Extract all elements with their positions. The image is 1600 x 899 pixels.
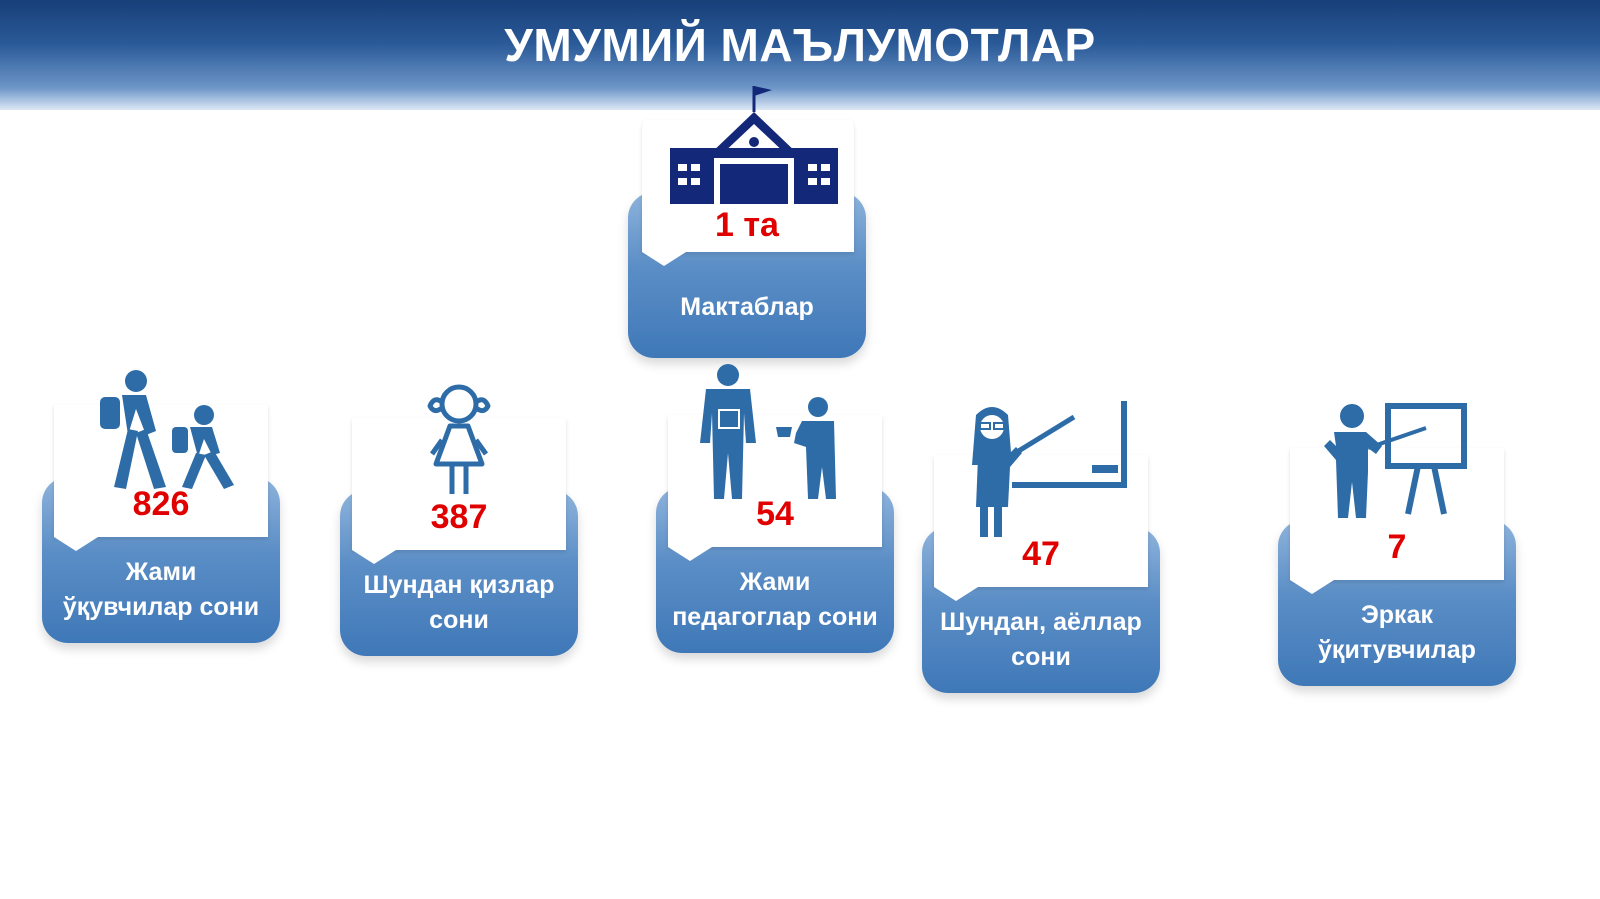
girl-icon: [427, 384, 491, 494]
label-male-teachers: Эркак ўқитувчилар: [1318, 601, 1476, 664]
label-students: Жами ўқувчилар сони: [62, 558, 260, 621]
female-teacher-icon: [972, 401, 1127, 537]
header-banner: УМУМИЙ МАЪЛУМОТЛАР: [0, 0, 1600, 110]
card-teachers: 54 Жами педагоглар сони: [656, 364, 894, 653]
card-female-teachers: 47 Шундан, аёллар сони: [922, 401, 1160, 693]
label-female-teachers: Шундан, аёллар сони: [940, 608, 1142, 671]
students-walking-icon: [100, 370, 234, 489]
school-building-icon: [670, 86, 838, 204]
value-students: 826: [132, 485, 190, 523]
card-schools: 1 та Мактаблар: [628, 86, 866, 358]
card-male-teachers: 7 Эркак ўқитувчилар: [1278, 403, 1516, 686]
male-teacher-icon: [1324, 403, 1467, 518]
value-girls: 387: [430, 498, 488, 536]
value-schools: 1 та: [715, 206, 779, 244]
card-girls: 387 Шундан қизлар сони: [340, 384, 578, 656]
value-male-teachers: 7: [1387, 528, 1407, 566]
card-students: 826 Жами ўқувчилар сони: [42, 370, 280, 643]
value-female-teachers: 47: [1022, 535, 1060, 573]
teachers-icon: [700, 364, 836, 499]
label-schools: Мактаблар: [680, 293, 814, 321]
value-teachers: 54: [756, 495, 794, 533]
label-teachers: Жами педагоглар сони: [672, 568, 878, 631]
page-title: УМУМИЙ МАЪЛУМОТЛАР: [504, 19, 1096, 71]
label-girls: Шундан қизлар сони: [363, 571, 555, 634]
